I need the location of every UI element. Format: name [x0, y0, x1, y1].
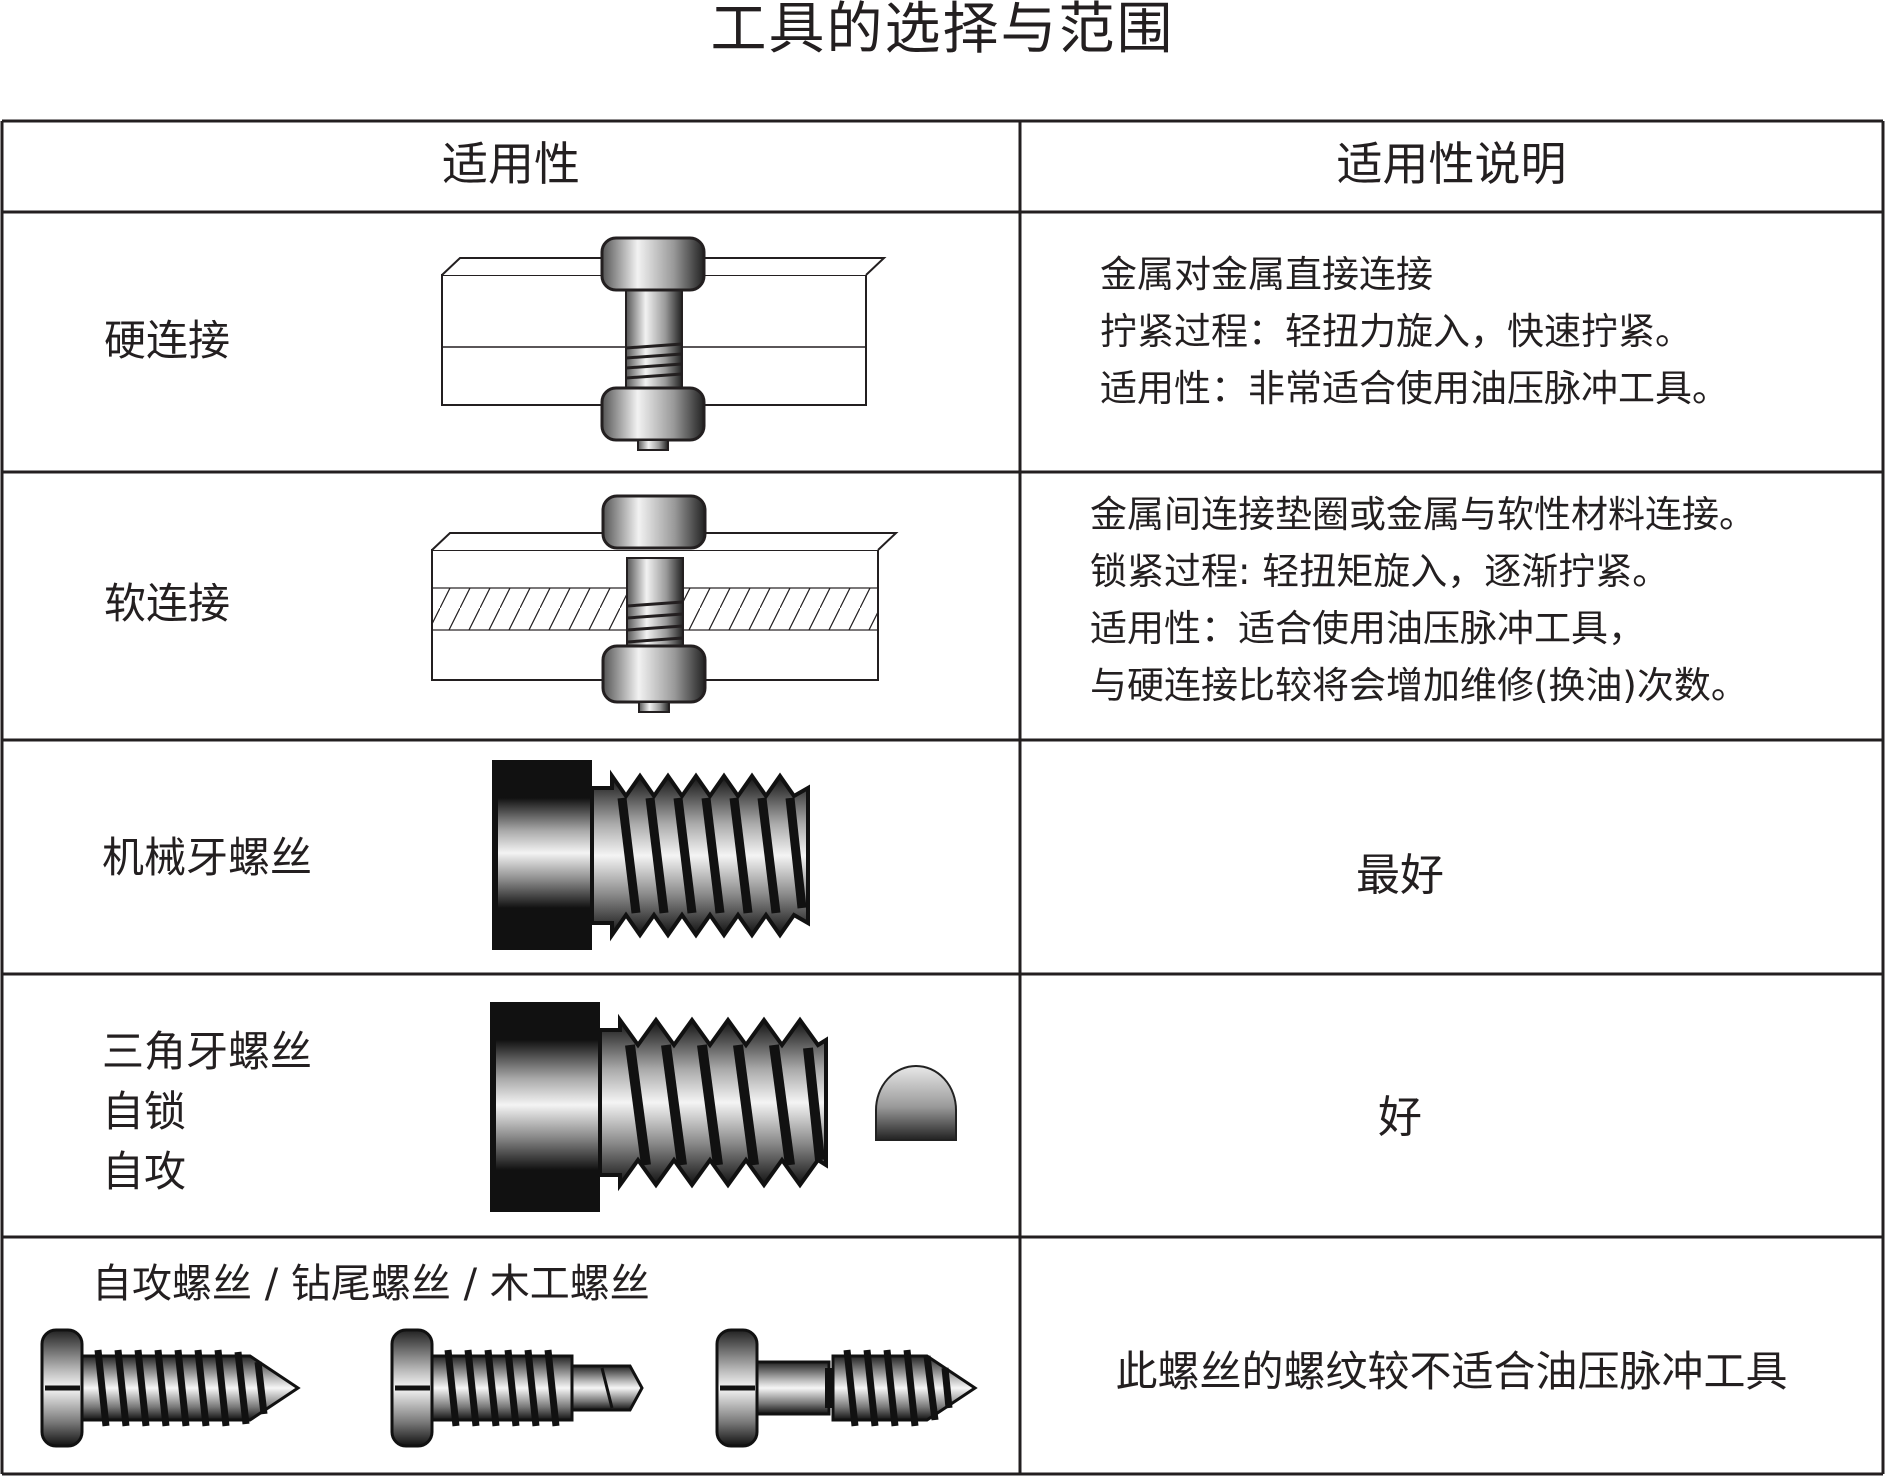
- row-desc-tapping-screws: 此螺丝的螺纹较不适合油压脉冲工具: [1115, 1347, 1788, 1396]
- row-label-soft-joint: 软连接: [104, 579, 231, 628]
- row-label-triangular-thread: 三角牙螺丝 自锁 自攻: [102, 1027, 313, 1196]
- row-desc-machine-thread: 最好: [1356, 850, 1444, 901]
- row-label-machine-thread: 机械牙螺丝: [102, 833, 313, 882]
- row-desc-triangular-thread: 好: [1378, 1092, 1422, 1143]
- row-label-hard-joint: 硬连接: [104, 316, 231, 365]
- page-title: 工具的选择与范围: [710, 0, 1175, 62]
- soft-joint-bolt-icon: [431, 494, 899, 713]
- self-tapping-screw-icon: [40, 1328, 301, 1448]
- header-applicability: 适用性: [442, 137, 580, 191]
- row-desc-hard-joint: 金属对金属直接连接 拧紧过程：轻扭力旋入，快速拧紧。 适用性：非常适合使用油压脉…: [1100, 253, 1729, 410]
- wood-screw-icon: [715, 1328, 978, 1448]
- row-label-tapping-screws: 自攻螺丝 / 钻尾螺丝 / 木工螺丝: [92, 1261, 650, 1307]
- triangular-thread-screw-icon: [490, 1002, 957, 1212]
- row-desc-soft-joint: 金属间连接垫圈或金属与软性材料连接。 锁紧过程: 轻扭矩旋入，逐渐拧紧。 适用性…: [1090, 493, 1756, 707]
- header-applicability-description: 适用性说明: [1336, 137, 1567, 191]
- self-drilling-screw-icon: [390, 1328, 644, 1448]
- hard-joint-bolt-icon: [441, 236, 887, 451]
- machine-thread-screw-icon: [492, 760, 810, 950]
